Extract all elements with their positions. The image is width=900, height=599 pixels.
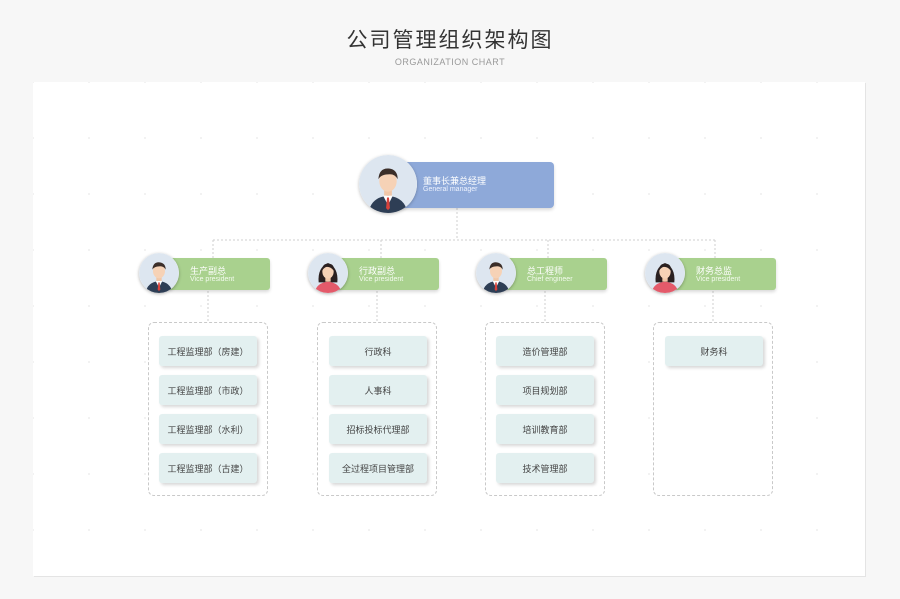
dept-node: 培训教育部: [496, 414, 594, 444]
vp-title: 总工程师: [527, 267, 564, 277]
general-manager-title: 董事长兼总经理: [423, 177, 487, 187]
vp-administration-node: [337, 258, 439, 290]
dept-node: 财务科: [665, 336, 763, 366]
dept-node: 技术管理部: [496, 453, 594, 483]
vp-subtitle: Vice president: [359, 276, 404, 283]
vp-title: 财务总监: [696, 267, 733, 277]
vp-subtitle: Chief engineer: [527, 276, 573, 283]
general-manager-subtitle: General manager: [423, 186, 478, 193]
dept-node: 全过程项目管理部: [329, 453, 427, 483]
dept-node: 工程监理部（水利）: [159, 414, 257, 444]
dept-node: 造价管理部: [496, 336, 594, 366]
female-avatar-icon: [645, 253, 685, 293]
vp-title: 行政副总: [359, 267, 396, 277]
chart-subtitle: ORGANIZATION CHART: [394, 57, 506, 67]
finance-director-node: [674, 258, 776, 290]
dept-node: 工程监理部（古建）: [159, 453, 257, 483]
male-avatar-icon: [476, 253, 516, 293]
dept-node: 行政科: [329, 336, 427, 366]
male-avatar-icon: [139, 253, 179, 293]
male-avatar-icon: [359, 155, 417, 213]
vp-subtitle: Vice president: [190, 276, 235, 283]
dept-node: 工程监理部（房建）: [159, 336, 257, 366]
dept-node: 招标投标代理部: [329, 414, 427, 444]
vp-production-node: [168, 258, 270, 290]
dept-node: 人事科: [329, 375, 427, 405]
vp-subtitle: Vice president: [696, 276, 741, 283]
vp-title: 生产副总: [190, 267, 227, 277]
chief-engineer-node: [505, 258, 607, 290]
dept-node: 工程监理部（市政）: [159, 375, 257, 405]
chart-title: 公司管理组织架构图: [346, 28, 554, 52]
dept-node: 项目规划部: [496, 375, 594, 405]
female-avatar-icon: [308, 253, 348, 293]
